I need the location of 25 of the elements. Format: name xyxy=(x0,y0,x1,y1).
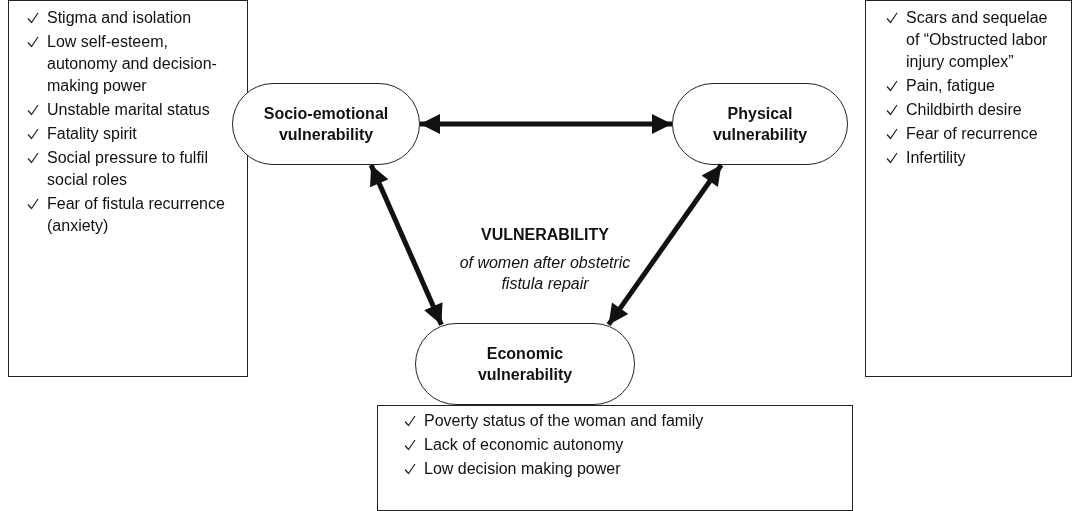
list-item-text: Stigma and isolation xyxy=(47,8,192,28)
node-label: Economic vulnerability xyxy=(476,344,574,385)
list-item-text: Fatality spirit xyxy=(47,124,137,144)
center-subtitle: of women after obstetric fistula repair xyxy=(458,253,632,294)
double-headed-arrow xyxy=(368,164,444,326)
list-item-text: Infertility xyxy=(906,148,966,168)
bullet-list-box xyxy=(377,405,853,511)
list-item-text: Pain, fatigue xyxy=(906,76,995,96)
list-item-text: Lack of economic autonomy xyxy=(424,435,624,455)
list-item-text: Fear of fistula recurrence (anxiety) xyxy=(47,194,226,236)
list-item-text: Social pressure to fulfil social roles xyxy=(47,148,209,190)
bullet-list-box xyxy=(865,0,1072,377)
bullet-list-box xyxy=(8,0,248,377)
center-title: VULNERABILITY xyxy=(480,226,610,244)
list-item-text: Unstable marital status xyxy=(47,100,210,120)
list-item-text: Fear of recurrence xyxy=(906,124,1038,144)
double-headed-arrow xyxy=(606,163,724,327)
node-label: Socio-emotional vulnerability xyxy=(262,104,390,145)
double-headed-arrow xyxy=(420,114,672,134)
node-label: Physical vulnerability xyxy=(711,104,809,145)
list-item-text: Low self-esteem, autonomy and decision-making power xyxy=(47,32,218,96)
list-item-text: Childbirth desire xyxy=(906,100,1022,120)
list-item-text: Scars and sequelae of “Obstructed labor injury complex” xyxy=(906,8,1049,72)
list-item-text: Low decision making power xyxy=(424,459,621,479)
list-item-text: Poverty status of the woman and family xyxy=(424,411,704,431)
